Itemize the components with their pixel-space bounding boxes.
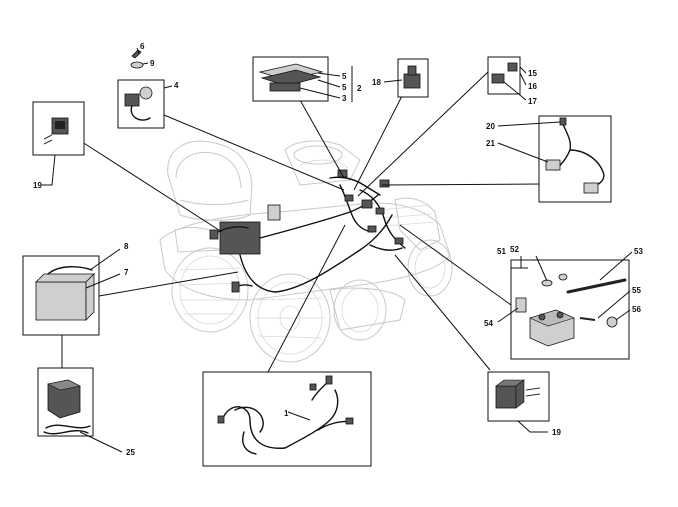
callout-55: 55 (632, 286, 641, 295)
callout-52: 52 (510, 245, 519, 254)
callout-1: 1 (284, 409, 289, 418)
battery-box (22, 248, 121, 368)
dashboard-box (252, 56, 353, 102)
callout-19-left: 19 (33, 181, 42, 190)
main-harness (209, 169, 406, 293)
callout-21: 21 (486, 139, 495, 148)
callout-25: 25 (126, 448, 135, 457)
callout-54: 54 (484, 319, 493, 328)
callout-20: 20 (486, 122, 495, 131)
harness-box (202, 371, 372, 467)
callout-19-right: 19 (552, 428, 561, 437)
callout-8: 8 (124, 242, 129, 251)
ignition-box (117, 47, 173, 129)
callout-2: 2 (357, 84, 362, 93)
tractor-outline (159, 140, 453, 363)
callout-3: 3 (342, 94, 347, 103)
solenoid-box (497, 251, 633, 360)
switch-box-left (32, 101, 85, 186)
callout-labels: 1 2 3 4 5 5 6 7 8 9 15 16 17 18 19 19 20… (33, 42, 643, 457)
callout-56: 56 (632, 305, 641, 314)
charger-box (37, 367, 123, 453)
callout-53: 53 (634, 247, 643, 256)
pto-switch-box (383, 58, 429, 98)
leader-lines (78, 71, 541, 373)
callout-7: 7 (124, 268, 129, 277)
callout-18: 18 (372, 78, 381, 87)
callout-6: 6 (140, 42, 145, 51)
callout-9: 9 (150, 59, 155, 68)
callout-5: 5 (342, 72, 347, 81)
callout-51: 51 (497, 247, 506, 256)
lights-box (497, 115, 612, 203)
relay-box (487, 56, 527, 101)
callout-4: 4 (174, 81, 179, 90)
callout-15: 15 (528, 69, 537, 78)
callout-16: 16 (528, 82, 537, 91)
switch-box-right (487, 371, 550, 433)
callout-5b: 5 (342, 83, 347, 92)
callout-17: 17 (528, 97, 537, 106)
